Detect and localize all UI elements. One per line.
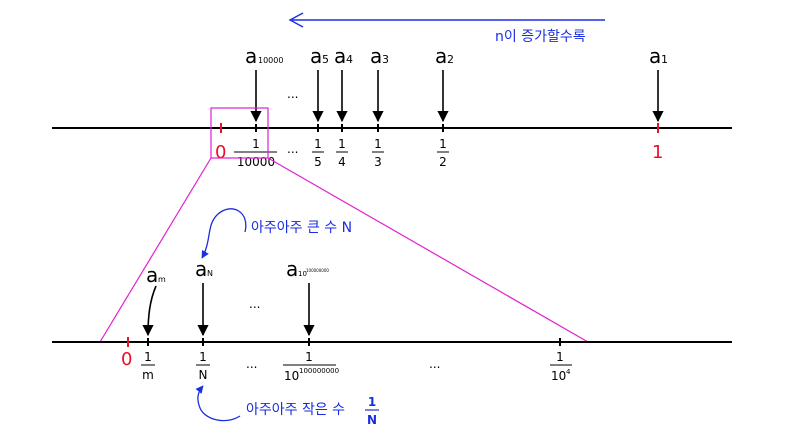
seq-symbol: a: [310, 44, 322, 68]
bottom-dots-lower-2: ...: [429, 357, 440, 371]
seq-symbol: a: [370, 44, 382, 68]
top-zero-label: 0: [215, 142, 226, 163]
down-arrow: [142, 285, 157, 337]
seq-subscript: 4: [346, 53, 353, 66]
zoom-line-right: [267, 157, 589, 343]
fraction-numerator: 1: [556, 350, 564, 364]
seq-symbol: a: [435, 44, 447, 68]
fraction-numerator: 1: [144, 350, 152, 364]
top-point-a1: a 1: [649, 44, 668, 123]
bottom-point-a-10pow: a 10 100000000 1 10 100000000: [283, 257, 339, 383]
small-n-frac-numerator: 1: [368, 395, 376, 409]
top-point-a5: a 5 1 5: [310, 44, 329, 169]
top-dots-lower: ...: [287, 142, 298, 156]
big-n-curved-arrow: [201, 208, 247, 259]
fraction-numerator: 1: [305, 350, 313, 364]
fraction-denominator: 5: [314, 155, 322, 169]
seq-subscript: 1: [661, 53, 668, 66]
seq-subscript-exponent: 100000000: [306, 268, 329, 273]
zoom-line-left: [99, 157, 212, 343]
fraction-denominator-exponent: 100000000: [299, 367, 339, 375]
fraction-numerator: 1: [252, 137, 260, 151]
seq-subscript: 2: [447, 53, 454, 66]
seq-symbol: a: [146, 263, 158, 287]
fraction-denominator: m: [142, 368, 154, 382]
top-dots-upper: ...: [287, 87, 298, 101]
top-point-a2: a 2 1 2: [435, 44, 454, 169]
seq-symbol: a: [649, 44, 661, 68]
bottom-zero-label: 0: [121, 349, 132, 370]
fraction-denominator: N: [199, 368, 208, 382]
fraction-denominator: 4: [338, 155, 346, 169]
fraction-denominator: 10: [284, 369, 299, 383]
seq-subscript: 3: [382, 53, 389, 66]
bottom-dots-upper: ...: [249, 297, 260, 311]
fraction-numerator: 1: [439, 137, 447, 151]
small-n-label: 아주아주 작은 수: [246, 402, 345, 418]
small-n-curved-arrow: [195, 385, 241, 422]
fraction-denominator: 10000: [237, 155, 275, 169]
top-point-a4: a 4 1 4: [334, 44, 353, 169]
seq-symbol: a: [334, 44, 346, 68]
fraction-numerator: 1: [338, 137, 346, 151]
top-point-a10000: a 10000 1 10000: [234, 44, 283, 169]
bottom-point-10pow4: 1 10 4: [550, 338, 572, 383]
fraction-denominator: 2: [439, 155, 447, 169]
fraction-denominator: 10: [551, 369, 566, 383]
bottom-dots-lower-1: ...: [246, 357, 257, 371]
bottom-point-am: a m 1 m: [141, 263, 166, 382]
fraction-denominator-exponent: 4: [566, 368, 571, 376]
big-n-label: 아주아주 큰 수 N: [251, 220, 352, 236]
small-n-frac-denominator: N: [367, 413, 377, 427]
fraction-denominator: 3: [374, 155, 382, 169]
seq-symbol: a: [286, 257, 298, 281]
seq-symbol: a: [245, 44, 257, 68]
seq-subscript: N: [207, 269, 213, 278]
bottom-point-aN: a N 1 N: [195, 257, 213, 382]
n-increasing-arrowhead: [288, 12, 304, 28]
seq-symbol: a: [195, 257, 207, 281]
seq-subscript: 10: [298, 270, 307, 278]
fraction-numerator: 1: [374, 137, 382, 151]
top-point-a3: a 3 1 3: [370, 44, 389, 169]
seq-subscript: 5: [322, 53, 329, 66]
fraction-numerator: 1: [199, 350, 207, 364]
seq-subscript: m: [158, 275, 166, 284]
top-one-label: 1: [652, 142, 663, 163]
seq-subscript: 10000: [258, 56, 283, 65]
fraction-numerator: 1: [314, 137, 322, 151]
n-increasing-label: n이 증가할수록: [495, 29, 586, 45]
zoom-box: [210, 107, 269, 159]
